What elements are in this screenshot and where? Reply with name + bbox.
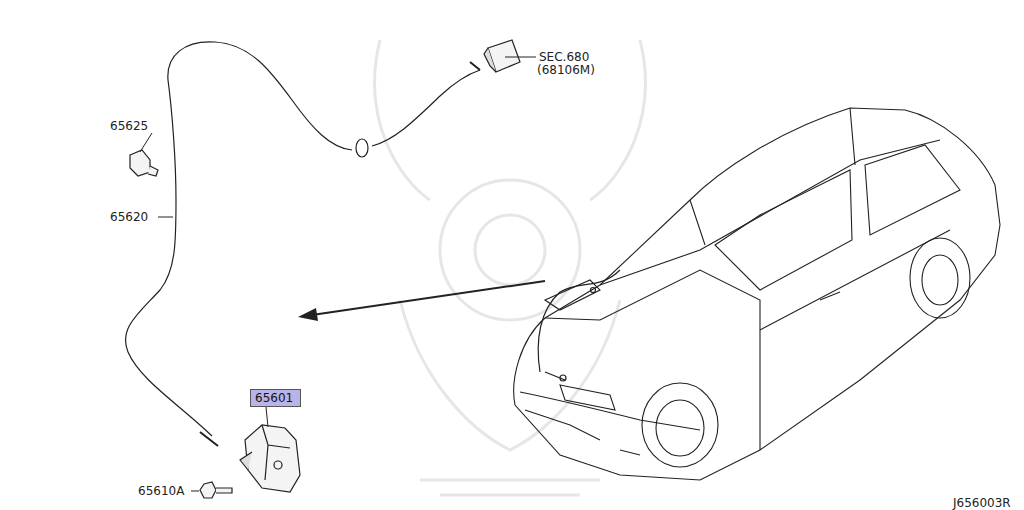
callout-number: 65610A [138,484,184,498]
leader-lines [140,57,536,491]
release-cable [126,42,480,446]
diagram-code: J656003R [953,496,1011,510]
section-reference: (68106M) [537,63,595,77]
section-reference: SEC.680 [539,50,589,64]
callout-number-box: 65601 [250,389,301,407]
car-hood-cable [538,270,620,381]
cable-clip [130,150,158,176]
callout-number: 65625 [110,119,148,133]
callout-number: 65620 [110,210,148,224]
car-outline [514,108,1000,480]
hood-lock [240,425,300,492]
callout-number: 65601 [251,390,300,406]
direction-arrow [298,281,545,321]
bolt [200,482,232,498]
release-handle [484,40,520,72]
watermark-crest [375,40,646,495]
grommet [356,139,368,157]
